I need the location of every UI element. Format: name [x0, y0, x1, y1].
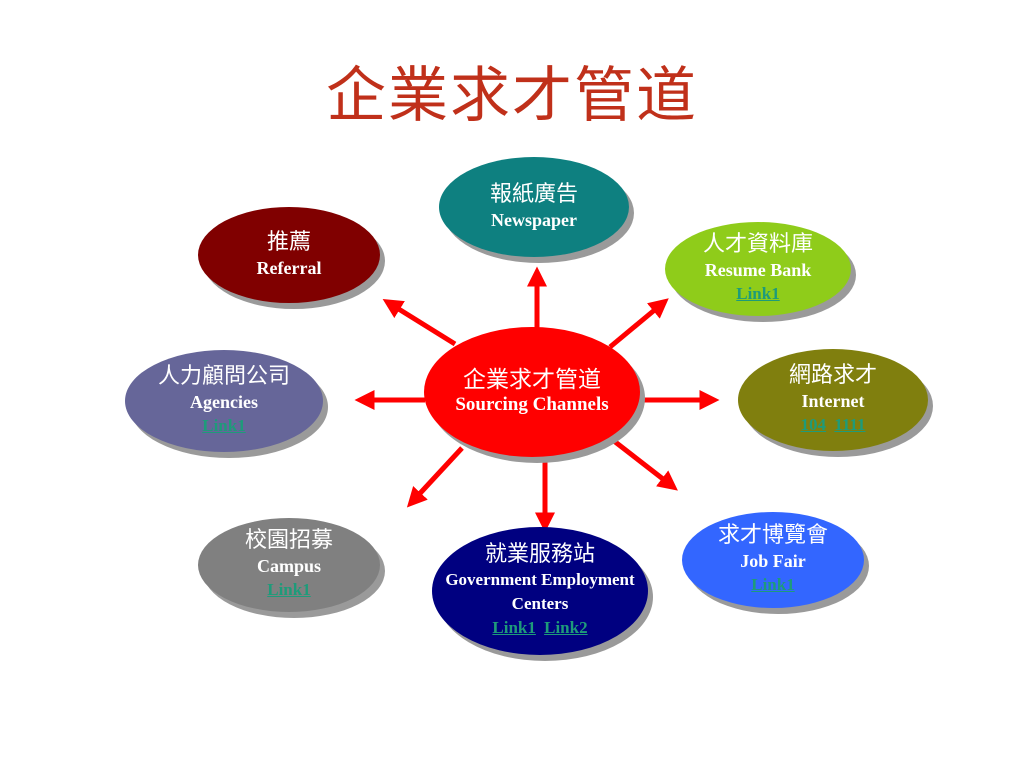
government-en-label-2: Centers: [511, 594, 569, 613]
government-en-label: Government Employment: [445, 570, 635, 589]
campus-links: Link1: [265, 578, 312, 602]
node-job-fair: 求才博覽會 Job Fair Link1: [682, 512, 864, 608]
newspaper-cn-label: 報紙廣告: [489, 182, 578, 207]
job-fair-en-label: Job Fair: [740, 551, 806, 571]
arrow-to-resume-bank: [608, 298, 669, 349]
resume-bank-link1[interactable]: Link1: [736, 284, 780, 303]
referral-en-label: Referral: [256, 258, 322, 278]
government-link1[interactable]: Link1: [492, 618, 536, 637]
node-newspaper: 報紙廣告 Newspaper: [439, 157, 629, 257]
government-cn-label: 就業服務站: [484, 542, 595, 567]
government-link2[interactable]: Link2: [544, 618, 588, 637]
job-fair-cn-label: 求才博覽會: [717, 523, 828, 548]
node-government: 就業服務站 Government Employment Centers Link…: [432, 527, 648, 655]
agencies-links: Link1: [200, 414, 247, 438]
job-fair-links: Link1: [749, 573, 796, 597]
campus-link1[interactable]: Link1: [267, 580, 311, 599]
resume-bank-links: Link1: [734, 282, 781, 306]
internet-en-label: Internet: [801, 391, 865, 411]
resume-bank-cn-label: 人才資料庫: [702, 232, 813, 257]
center-node: 企業求才管道 Sourcing Channels: [424, 327, 640, 457]
internet-link-104[interactable]: 104: [800, 415, 827, 434]
campus-cn-label: 校園招募: [244, 528, 333, 553]
agencies-en-label: Agencies: [190, 392, 258, 412]
internet-link-1111[interactable]: 1111: [834, 415, 866, 434]
newspaper-en-label: Newspaper: [491, 210, 577, 230]
job-fair-link1[interactable]: Link1: [751, 575, 795, 594]
internet-links: 104 1111: [799, 413, 868, 437]
arrow-to-referral: [382, 299, 457, 347]
node-internet: 網路求才 Internet 104 1111: [738, 349, 928, 451]
node-agencies: 人力顧問公司 Agencies Link1: [125, 350, 323, 452]
agencies-link1[interactable]: Link1: [202, 416, 246, 435]
resume-bank-en-label: Resume Bank: [704, 260, 812, 280]
center-cn-label: 企業求才管道: [463, 367, 601, 393]
node-resume-bank: 人才資料庫 Resume Bank Link1: [665, 222, 851, 316]
campus-en-label: Campus: [256, 556, 322, 576]
government-links: Link1 Link2: [490, 616, 589, 640]
internet-cn-label: 網路求才: [788, 363, 877, 388]
node-referral: 推薦 Referral: [198, 207, 380, 303]
arrow-to-campus: [406, 446, 464, 508]
arrow-to-job-fair: [612, 439, 678, 491]
page-title: 企業求才管道: [326, 61, 698, 131]
agencies-cn-label: 人力顧問公司: [157, 364, 290, 389]
center-en-label: Sourcing Channels: [455, 394, 609, 415]
referral-cn-label: 推薦: [266, 230, 311, 255]
node-campus: 校園招募 Campus Link1: [198, 518, 380, 612]
